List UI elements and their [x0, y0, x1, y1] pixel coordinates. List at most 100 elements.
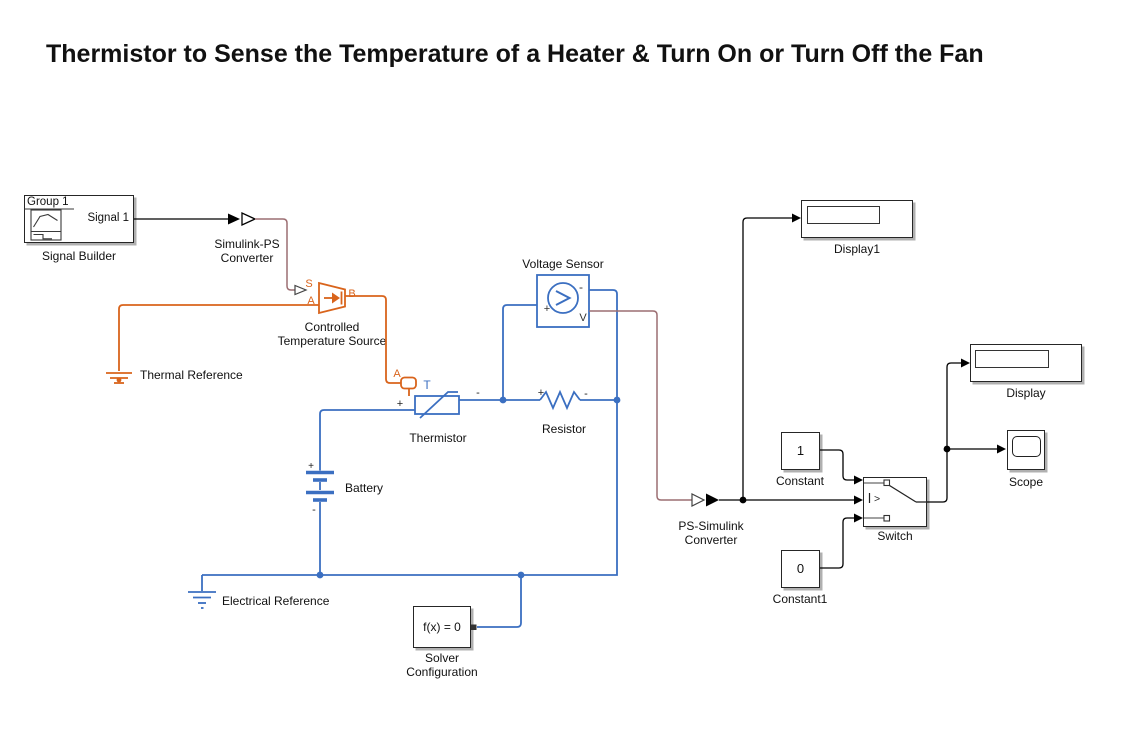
wire-branch-to-scope[interactable]	[947, 444, 1006, 454]
simulink-ps-converter-icon	[241, 211, 257, 227]
display-readout	[975, 350, 1049, 368]
resistor-block[interactable]: + -	[538, 387, 588, 411]
arrowhead-icon	[854, 495, 863, 505]
arrowhead-icon	[854, 475, 863, 485]
scope-screen-icon	[1012, 436, 1041, 457]
junction-dot	[943, 445, 951, 453]
switch-block[interactable]	[863, 477, 927, 527]
voltage-sensor-minus-sign: -	[579, 280, 583, 294]
wire-solver-to-bus[interactable]	[477, 575, 522, 628]
voltage-sensor-body-icon	[536, 274, 590, 328]
voltage-sensor-meter-icon	[547, 282, 579, 314]
resistor-zigzag-icon	[539, 389, 581, 411]
wire-ps-simulink-to-switch[interactable]	[719, 495, 863, 505]
cts-label-line2: Temperature Source	[277, 334, 387, 348]
wire-segment	[589, 289, 618, 400]
solver-configuration-label: Solver Configuration	[406, 651, 477, 679]
switch-label: Switch	[877, 529, 913, 543]
wire-voltage-sensor-to-ps-simulink[interactable]	[589, 310, 692, 501]
wire-segment	[502, 304, 537, 400]
thermistor-body-icon	[414, 395, 460, 415]
junction-dots	[316, 396, 951, 579]
thermal-reference-label: Thermal Reference	[140, 368, 243, 382]
electrical-reference-block[interactable]	[188, 575, 216, 609]
port-label-s: S	[305, 278, 312, 290]
arrowhead-icon	[228, 213, 240, 225]
solver-port-square	[471, 624, 477, 630]
signal-builder-block[interactable]: Group 1 Signal 1	[24, 195, 134, 243]
wire-signal-builder-to-simulink-ps[interactable]	[134, 213, 240, 225]
signal-builder-group-label: Group 1	[27, 196, 69, 208]
simulink-ps-converter-block[interactable]	[241, 211, 257, 227]
display1-label: Display1	[833, 242, 881, 256]
ps-simulink-converter-label: PS-Simulink Converter	[678, 519, 743, 547]
port-label-t: T	[423, 378, 431, 392]
ps-simulink-label-line1: PS-Simulink	[678, 519, 744, 533]
controlled-temperature-source-label: Controlled Temperature Source	[278, 320, 387, 348]
wire-segment	[319, 409, 415, 466]
wire-thermistor-to-battery[interactable]	[319, 409, 415, 466]
constant-value: 1	[796, 443, 805, 458]
thermal-ground-dot	[116, 377, 122, 383]
solver-label-line2: Configuration	[406, 665, 478, 679]
port-connector-icon	[400, 376, 417, 390]
scope-label: Scope	[1008, 475, 1044, 489]
thermistor-label: Thermistor	[409, 431, 467, 445]
constant1-value: 0	[796, 561, 805, 576]
solver-configuration-icon-text: f(x) = 0	[423, 620, 461, 634]
junction-dot	[739, 496, 747, 504]
wire-segment	[477, 575, 522, 628]
thermistor-block[interactable]: + -	[397, 387, 480, 419]
display-block[interactable]	[970, 344, 1082, 382]
battery-label: Battery	[345, 481, 384, 495]
simulink-ps-converter-label: Simulink-PS Converter	[214, 237, 279, 265]
display1-readout	[807, 206, 880, 224]
resistor-label: Resistor	[541, 422, 587, 436]
thermal-reference-block[interactable]	[106, 372, 132, 384]
constant-label: Constant	[775, 474, 825, 488]
simulink-ps-converter-label-line1: Simulink-PS	[214, 237, 280, 251]
constant1-label: Constant1	[772, 592, 828, 606]
voltage-sensor-block[interactable]: + - V	[536, 274, 590, 328]
resistor-plus-sign: +	[538, 387, 544, 399]
voltage-sensor-v-port-label: V	[579, 312, 587, 324]
thermistor-diagonal-icon	[419, 391, 458, 419]
ps-simulink-open-triangle-icon	[691, 493, 706, 507]
arrowhead-icon	[997, 444, 1006, 454]
wire-voltage-sensor-minus[interactable]	[589, 289, 618, 400]
junction-dot	[517, 571, 525, 579]
electrical-reference-label: Electrical Reference	[222, 594, 330, 608]
signal-builder-label: Signal Builder	[41, 249, 117, 263]
wire-segment	[589, 310, 692, 501]
wire-switch-to-display[interactable]	[927, 358, 970, 503]
junction-dot	[499, 396, 507, 404]
thermistor-minus-sign: -	[476, 387, 480, 399]
wire-voltage-sensor-plus[interactable]	[502, 304, 537, 400]
battery-minus-sign: -	[312, 504, 316, 516]
wire-constant1-to-switch[interactable]	[820, 513, 863, 569]
battery-plus-sign: +	[308, 461, 314, 472]
controlled-temperature-source-block[interactable]: S A B	[305, 278, 356, 315]
constant1-block[interactable]: 0	[781, 550, 820, 588]
arrowhead-icon	[792, 213, 801, 223]
port-label-a-connector: A	[393, 368, 401, 380]
arrowhead-icon	[961, 358, 970, 368]
scope-block[interactable]	[1007, 430, 1045, 470]
display1-block[interactable]	[801, 200, 913, 238]
voltage-sensor-label: Voltage Sensor	[522, 257, 604, 271]
signal-builder-signal-label: Signal 1	[87, 212, 129, 224]
constant-block[interactable]: 1	[781, 432, 820, 470]
solver-configuration-block[interactable]: f(x) = 0	[413, 606, 471, 648]
wire-constant-to-switch[interactable]	[820, 449, 863, 485]
voltage-sensor-plus-sign: +	[544, 303, 550, 315]
solver-configuration-port	[471, 624, 477, 630]
ps-simulink-converter-block[interactable]	[691, 493, 719, 507]
battery-block[interactable]: + -	[306, 461, 334, 516]
wire-segment	[820, 449, 854, 481]
model-title: Thermistor to Sense the Temperature of a…	[46, 40, 984, 68]
ps-simulink-filled-triangle-icon	[706, 493, 719, 507]
resistor-minus-sign: -	[584, 388, 588, 400]
wire-segment	[927, 362, 961, 503]
